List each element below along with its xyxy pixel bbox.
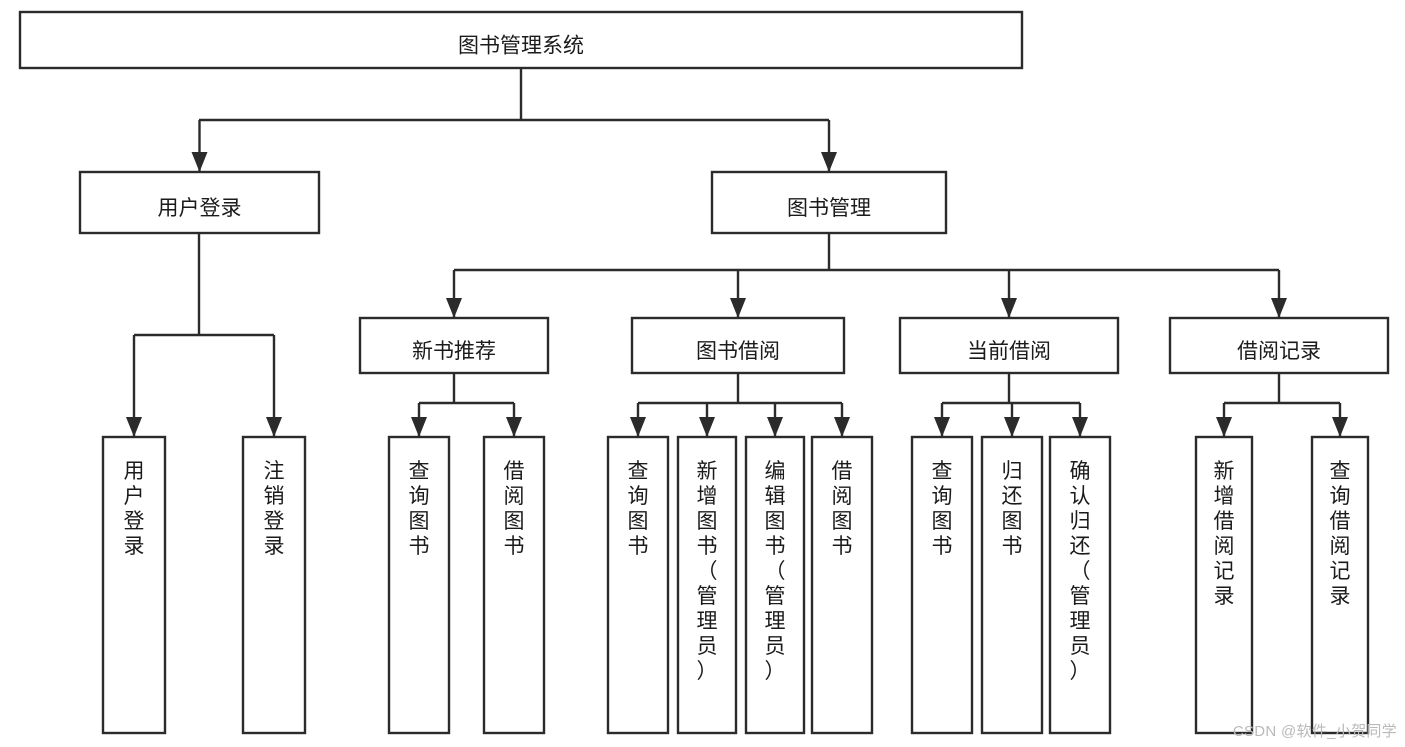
node-label-leaf-borrow-book-rec: 借阅图书	[504, 459, 525, 557]
node-book-manage[interactable]: 图书管理	[710, 170, 948, 235]
node-label-new-book-recommend: 新书推荐	[412, 340, 496, 363]
node-box-new-book-recommend	[358, 316, 550, 375]
node-box-leaf-edit-book	[744, 435, 806, 735]
arrow-leaf-edit-book	[767, 417, 783, 437]
node-leaf-add-book[interactable]: 新增图书（管理员）	[676, 435, 738, 735]
node-box-leaf-return-book	[980, 435, 1044, 735]
node-new-book-recommend[interactable]: 新书推荐	[358, 316, 550, 375]
node-box-current-borrow	[898, 316, 1120, 375]
node-label-leaf-query-book-cur: 查询图书	[932, 459, 953, 557]
connectors-layer	[126, 68, 1348, 437]
node-box-leaf-add-record	[1194, 435, 1254, 735]
node-box-leaf-query-book-rec	[387, 435, 451, 735]
node-label-book-borrow: 图书借阅	[696, 340, 780, 363]
node-book-borrow[interactable]: 图书借阅	[630, 316, 846, 375]
arrow-leaf-query-record	[1332, 417, 1348, 437]
node-box-borrow-record	[1168, 316, 1390, 375]
node-leaf-edit-book[interactable]: 编辑图书（管理员）	[744, 435, 806, 735]
node-leaf-query-record[interactable]: 查询借阅记录	[1310, 435, 1370, 735]
arrow-leaf-add-record	[1216, 417, 1232, 437]
node-label-leaf-return-book: 归还图书	[1002, 459, 1023, 557]
arrow-leaf-logout	[266, 417, 282, 437]
node-root[interactable]: 图书管理系统	[18, 10, 1024, 70]
arrow-leaf-query-book-rec	[411, 417, 427, 437]
node-leaf-logout[interactable]: 注销登录	[241, 435, 307, 735]
node-leaf-borrow-book-rec[interactable]: 借阅图书	[482, 435, 546, 735]
node-leaf-query-book-cur[interactable]: 查询图书	[910, 435, 974, 735]
node-label-root: 图书管理系统	[458, 35, 584, 58]
node-leaf-return-book[interactable]: 归还图书	[980, 435, 1044, 735]
arrow-book-manage	[821, 152, 837, 172]
node-label-leaf-query-record: 查询借阅记录	[1330, 459, 1351, 607]
node-box-leaf-borrow-book-rec	[482, 435, 546, 735]
node-leaf-query-book-rec[interactable]: 查询图书	[387, 435, 451, 735]
node-user-login[interactable]: 用户登录	[78, 170, 321, 235]
node-box-leaf-user-login	[101, 435, 167, 735]
arrow-leaf-borrow-book-rec	[506, 417, 522, 437]
arrow-leaf-user-login	[126, 417, 142, 437]
node-label-leaf-add-record: 新增借阅记录	[1214, 459, 1235, 607]
node-box-root	[18, 10, 1024, 70]
node-label-leaf-user-login: 用户登录	[124, 459, 145, 557]
arrow-user-login	[191, 152, 208, 172]
node-box-book-manage	[710, 170, 948, 235]
node-box-user-login	[78, 170, 321, 235]
arrow-new-book-recommend	[446, 298, 462, 318]
arrow-leaf-query-book-cur	[934, 417, 950, 437]
node-label-leaf-edit-book: 编辑图书（管理员）	[765, 459, 786, 682]
node-box-leaf-logout	[241, 435, 307, 735]
node-label-leaf-query-book-rec: 查询图书	[409, 459, 430, 557]
node-box-leaf-query-record	[1310, 435, 1370, 735]
nodes-layer: 新书推荐图书借阅当前借阅借阅记录用户登录图书管理用户登录注销登录查询图书借阅图书…	[18, 10, 1390, 735]
arrow-leaf-borrow-book	[834, 417, 850, 437]
node-box-leaf-confirm-return	[1048, 435, 1112, 735]
node-box-leaf-borrow-book	[810, 435, 874, 735]
node-label-borrow-record: 借阅记录	[1237, 340, 1321, 363]
node-box-leaf-query-book-borrow	[606, 435, 670, 735]
node-box-book-borrow	[630, 316, 846, 375]
node-label-leaf-borrow-book: 借阅图书	[832, 459, 853, 557]
node-box-leaf-add-book	[676, 435, 738, 735]
arrow-leaf-add-book	[699, 417, 715, 437]
node-leaf-borrow-book[interactable]: 借阅图书	[810, 435, 874, 735]
arrow-current-borrow	[1001, 298, 1017, 318]
node-box-leaf-query-book-cur	[910, 435, 974, 735]
arrow-borrow-record	[1271, 298, 1287, 318]
node-current-borrow[interactable]: 当前借阅	[898, 316, 1120, 375]
node-leaf-query-book-borrow[interactable]: 查询图书	[606, 435, 670, 735]
arrow-book-borrow	[730, 298, 746, 318]
node-label-user-login: 用户登录	[158, 197, 242, 220]
node-leaf-user-login[interactable]: 用户登录	[101, 435, 167, 735]
arrow-leaf-confirm-return	[1072, 417, 1088, 437]
node-label-leaf-confirm-return: 确认归还（管理员）	[1070, 459, 1091, 682]
node-leaf-confirm-return[interactable]: 确认归还（管理员）	[1048, 435, 1112, 735]
node-label-current-borrow: 当前借阅	[967, 340, 1051, 363]
node-label-leaf-add-book: 新增图书（管理员）	[697, 459, 718, 682]
arrow-leaf-return-book	[1004, 417, 1020, 437]
node-label-leaf-query-book-borrow: 查询图书	[628, 459, 649, 557]
node-borrow-record[interactable]: 借阅记录	[1168, 316, 1390, 375]
arrow-leaf-query-book-borrow	[630, 417, 646, 437]
node-label-leaf-logout: 注销登录	[264, 459, 285, 557]
node-label-book-manage: 图书管理	[787, 197, 871, 220]
node-leaf-add-record[interactable]: 新增借阅记录	[1194, 435, 1254, 735]
